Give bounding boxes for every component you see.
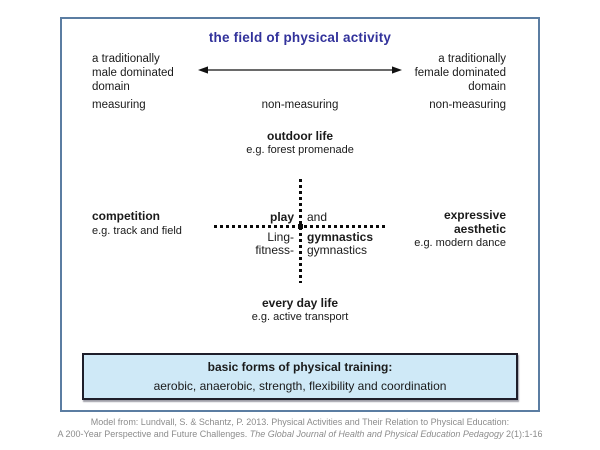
vertical-dotted-axis bbox=[299, 179, 302, 283]
aesthetic-label: aesthetic bbox=[453, 221, 506, 236]
quadrant-outdoor-life: outdoor life e.g. forest promenade bbox=[62, 129, 538, 157]
non-measuring-right-label: non-measuring bbox=[429, 99, 506, 111]
expressive-aesthetic-example: e.g. modern dance bbox=[414, 237, 506, 249]
male-domain-line-2: male dominated bbox=[92, 67, 174, 79]
female-domain-line-3: domain bbox=[468, 81, 506, 93]
quadrant-expressive-aesthetic: expressive aesthetic e.g. modern dance bbox=[414, 208, 506, 250]
ling-gymnastics-label: gymnastics bbox=[307, 230, 374, 244]
male-domain-line-3: domain bbox=[92, 81, 130, 93]
every-day-life-example: e.g. active transport bbox=[251, 311, 349, 323]
quadrant-competition: competition e.g. track and field bbox=[92, 209, 182, 238]
citation-line-1: Model from: Lundvall, S. & Schantz, P. 2… bbox=[90, 417, 510, 427]
fitness-gymnastics-label: gymnastics bbox=[307, 243, 368, 257]
bidirectional-arrow-icon bbox=[198, 66, 402, 74]
axis-intersection-dot bbox=[298, 224, 303, 229]
measuring-label: measuring bbox=[92, 99, 146, 111]
outdoor-life-example: e.g. forest promenade bbox=[246, 144, 354, 156]
citation: Model from: Lundvall, S. & Schantz, P. 2… bbox=[0, 417, 600, 440]
male-domain-line-1: a traditionally bbox=[92, 53, 160, 65]
citation-journal-name: The Global Journal of Health and Physica… bbox=[249, 428, 504, 439]
male-dominated-domain-label: a traditionally male dominated domain bbox=[92, 52, 174, 94]
competition-label: competition bbox=[92, 209, 160, 223]
cross-row-play-and: play and bbox=[62, 211, 538, 224]
play-label: play bbox=[269, 210, 294, 224]
fitness-label: fitness- bbox=[255, 243, 294, 257]
training-panel-items: aerobic, anaerobic, strength, flexibilit… bbox=[153, 379, 447, 393]
outdoor-life-label: outdoor life bbox=[267, 129, 333, 143]
cross-row-fitness-gymnastics: fitness- gymnastics bbox=[62, 244, 538, 257]
competition-example: e.g. track and field bbox=[92, 224, 182, 237]
citation-line-2-prefix: A 200-Year Perspective and Future Challe… bbox=[57, 428, 250, 439]
female-domain-line-1: a traditionally bbox=[438, 53, 506, 65]
quadrant-every-day-life: every day life e.g. active transport bbox=[62, 296, 538, 324]
non-measuring-center-label: non-measuring bbox=[261, 99, 339, 111]
female-domain-line-2: female dominated bbox=[414, 67, 506, 79]
cross-row-ling-gymnastics: Ling- gymnastics bbox=[62, 231, 538, 244]
and-label: and bbox=[307, 210, 328, 224]
expressive-label: expressive bbox=[443, 208, 506, 222]
citation-line-2: A 200-Year Perspective and Future Challe… bbox=[0, 429, 600, 441]
training-panel-heading: basic forms of physical training: bbox=[207, 360, 393, 374]
diagram-title: the field of physical activity bbox=[208, 30, 392, 45]
citation-line-2-suffix: 2(1):1-16 bbox=[503, 428, 543, 439]
female-dominated-domain-label: a traditionally female dominated domain bbox=[415, 52, 506, 94]
every-day-life-label: every day life bbox=[261, 296, 339, 310]
physical-activity-field-diagram: the field of physical activity a traditi… bbox=[60, 17, 540, 412]
basic-training-panel: basic forms of physical training: aerobi… bbox=[82, 353, 518, 400]
ling-label: Ling- bbox=[267, 230, 294, 244]
